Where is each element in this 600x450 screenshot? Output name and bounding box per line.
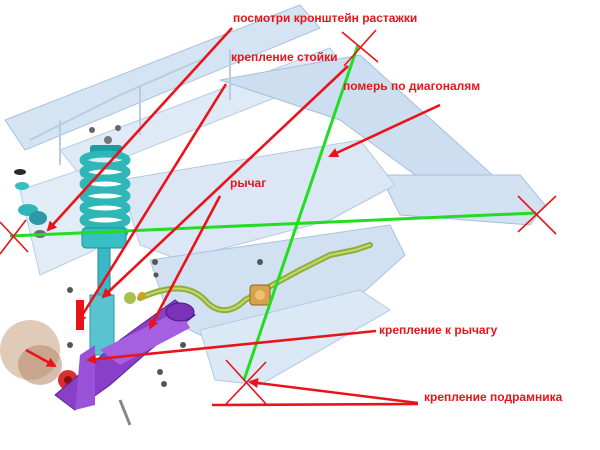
label-lever: рычаг (230, 176, 267, 190)
subframe-lower-sweep (199, 289, 391, 386)
subframe-crossmember (119, 139, 396, 261)
arrow-strut-mount-2 (76, 83, 228, 324)
arrow-lever-mount-left (25, 348, 57, 368)
arrow-subframe-mount (248, 378, 419, 405)
subframe-left-plate (19, 169, 96, 276)
arrow-strut-mount-1 (101, 65, 349, 299)
label-lever-mount: крепление к рычагу (379, 323, 498, 337)
arrow-diagonal-measure (328, 103, 441, 158)
cross-marks (0, 29, 557, 405)
diagonal-lines (9, 44, 537, 381)
arrow-brace-bracket (46, 27, 233, 232)
arrow-lever (148, 195, 222, 330)
annotation-arrows (25, 27, 441, 407)
label-diagonal-measure: померь по диагоналям (343, 79, 481, 93)
hub-area (0, 320, 78, 390)
line-subframe-underline (211, 402, 419, 407)
bolts (67, 259, 263, 426)
label-brace-bracket: посмотри кронштейн растажки (233, 11, 418, 25)
strut-assembly (76, 125, 131, 356)
diagonal-steep (242, 44, 360, 381)
diagonal-horizontal (9, 211, 537, 238)
arrow-lever-mount (86, 329, 377, 365)
stabilizer-bar (124, 242, 373, 314)
label-strut-mount: крепление стойки (231, 50, 338, 64)
label-subframe-mount: крепление подрамника (424, 390, 563, 404)
